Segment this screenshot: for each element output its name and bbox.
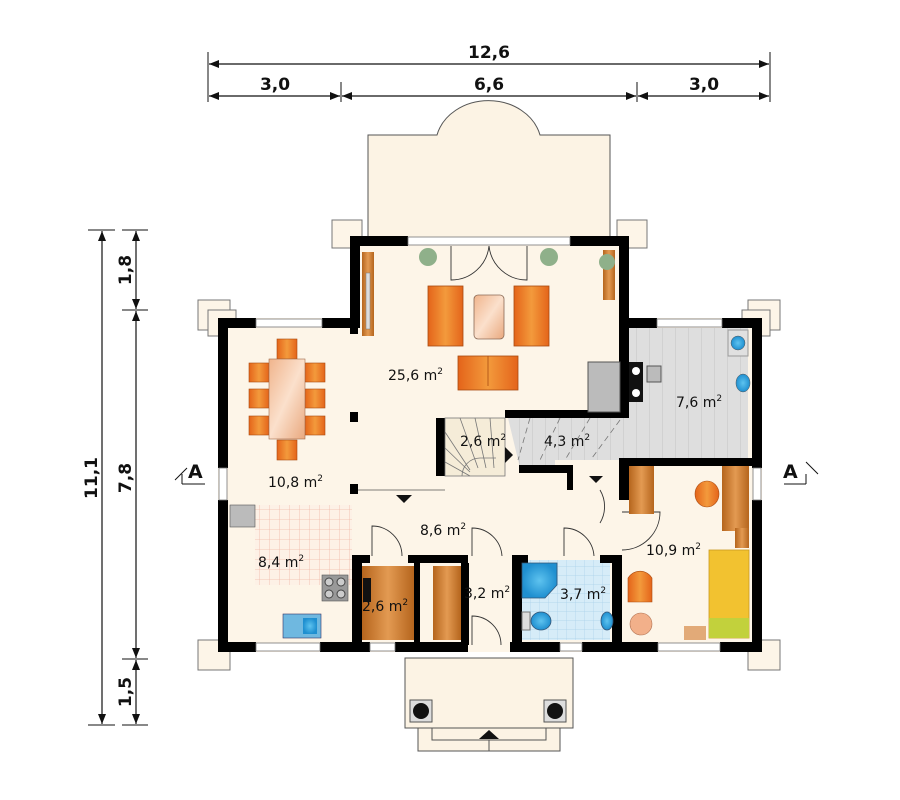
left-dimensions: 11,1 1,8 7,8 1,5 <box>82 229 148 726</box>
room-area-bedroom: 10,9 m2 <box>646 542 701 559</box>
dim-left-width: 3,0 <box>260 75 290 95</box>
section-label: A <box>783 461 798 483</box>
section-label: A <box>188 461 203 483</box>
boiler-room-fixtures <box>629 329 751 402</box>
terrace-double-door[interactable] <box>450 245 528 281</box>
dim-total-width: 12,6 <box>468 43 510 63</box>
utility-room-floor <box>508 418 628 468</box>
dim-bottom-depth: 1,5 <box>116 677 136 707</box>
room-area-dining: 10,8 m2 <box>268 474 323 491</box>
plant-icon <box>599 254 615 270</box>
kitchen-fixtures <box>229 504 371 639</box>
room-area-vestibule: 3,2 m2 <box>464 585 510 602</box>
dim-right-width: 3,0 <box>689 75 719 95</box>
room-area-stairs: 2,6 m2 <box>460 433 506 450</box>
room-area-bathroom: 3,7 m2 <box>560 586 606 603</box>
room-area-pantry: 2,6 m2 <box>362 598 408 615</box>
fireplace <box>587 361 621 413</box>
living-room-furniture <box>362 248 615 391</box>
direction-arrow-icon <box>396 495 412 503</box>
bathroom-fixtures <box>521 562 614 631</box>
dim-total-depth: 11,1 <box>82 457 102 499</box>
dim-center-width: 6,6 <box>474 75 504 95</box>
room-area-hall: 8,6 m2 <box>420 522 466 539</box>
plant-icon <box>419 248 437 266</box>
walls <box>218 236 762 652</box>
direction-arrow-icon <box>589 476 603 483</box>
section-marker-left: A <box>174 461 205 485</box>
entrance-porch <box>404 657 574 752</box>
top-dimensions: 12,6 3,0 6,6 3,0 <box>207 43 771 102</box>
room-area-boiler: 7,6 m2 <box>676 394 722 411</box>
room-area-utility: 4,3 m2 <box>544 433 590 450</box>
section-marker-right: A <box>783 461 819 485</box>
room-area-kitchen: 8,4 m2 <box>258 554 304 571</box>
dining-table-set <box>248 338 326 461</box>
terrace <box>367 100 611 243</box>
kitchen-floor <box>255 505 352 585</box>
room-area-living: 25,6 m2 <box>388 367 443 384</box>
bedroom-furniture <box>627 466 750 640</box>
interior-doors[interactable] <box>371 489 661 646</box>
room-labels: 25,6 m2 10,8 m2 8,4 m2 8,6 m2 2,6 m2 4,3… <box>258 367 722 615</box>
dim-top-depth: 1,8 <box>116 255 136 285</box>
plant-icon <box>540 248 558 266</box>
windows <box>218 236 762 652</box>
dim-middle-depth: 7,8 <box>116 463 136 493</box>
closet-floor <box>433 566 461 640</box>
staircase <box>444 417 621 477</box>
